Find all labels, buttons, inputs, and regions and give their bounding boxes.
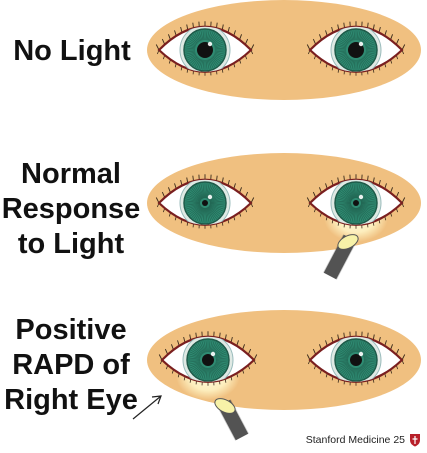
label-line: Right Eye (4, 384, 138, 416)
label-line: Normal (21, 158, 121, 190)
iris-striations (188, 340, 228, 380)
footer-credit: Stanford Medicine 25 (306, 433, 421, 447)
row-positive-rapd (132, 310, 421, 441)
footer-text: Stanford Medicine 25 (305, 434, 405, 446)
pupil (202, 354, 214, 366)
arrow-icon (132, 395, 162, 420)
label-positive-rapd: Positive RAPD of Right Eye (0, 313, 142, 418)
row-no-light (147, 0, 421, 100)
right-eye (158, 331, 258, 386)
label-line: Positive (15, 314, 127, 346)
left-eye (306, 331, 406, 386)
pupil (348, 42, 364, 58)
pupil (350, 354, 362, 366)
label-line: to Light (17, 228, 125, 260)
row-normal-response (147, 153, 421, 280)
pupil (202, 200, 208, 206)
face-panel (147, 0, 421, 100)
label-line: RAPD of (12, 349, 130, 381)
left-eye (306, 21, 406, 76)
pupil (353, 200, 359, 206)
iris-striations (336, 30, 376, 70)
flashlight (323, 234, 359, 280)
label-line: No Light (13, 35, 131, 67)
right-eye (155, 174, 255, 229)
label-normal-response: Normal Response to Light (0, 157, 142, 262)
label-line: Response (1, 193, 141, 225)
left-eye (306, 174, 406, 229)
stanford-crest-icon (410, 434, 420, 447)
right-eye (155, 21, 255, 76)
iris-striations (336, 340, 376, 380)
pupil (197, 42, 213, 58)
iris-striations (185, 30, 225, 70)
label-no-light: No Light (8, 34, 136, 69)
flashlight (214, 398, 249, 441)
